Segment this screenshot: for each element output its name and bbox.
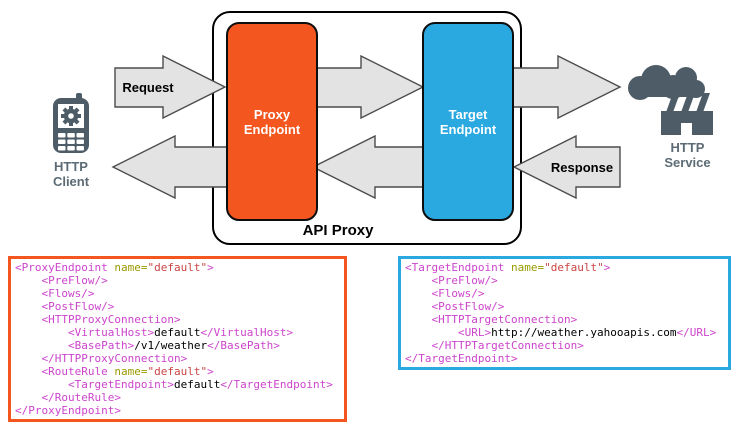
http-service-label: HTTP Service bbox=[664, 140, 711, 170]
response-arrow-service-to-target bbox=[512, 134, 621, 200]
code-line: <TargetEndpoint name="default"> bbox=[405, 261, 611, 274]
proxy-endpoint-label: Proxy Endpoint bbox=[243, 106, 301, 137]
target-endpoint-box: Target Endpoint bbox=[422, 22, 514, 221]
request-label: Request bbox=[122, 80, 174, 95]
mobile-phone-gear-icon bbox=[53, 93, 89, 153]
code-line: <PostFlow/> bbox=[405, 300, 505, 313]
flow-arrows-layer bbox=[111, 54, 622, 200]
response-arrow-proxy-to-client bbox=[111, 134, 229, 200]
code-line: </ProxyEndpoint> bbox=[15, 404, 121, 417]
code-line: <VirtualHost>default</VirtualHost> bbox=[15, 326, 294, 339]
target-endpoint-label: Target Endpoint bbox=[439, 106, 497, 137]
code-line: </TargetEndpoint> bbox=[405, 352, 518, 365]
code-line: <Flows/> bbox=[405, 287, 485, 300]
code-line: <HTTPTargetConnection> bbox=[405, 313, 578, 326]
code-line: </HTTPProxyConnection> bbox=[15, 352, 188, 365]
target-endpoint-xml-code-block: <TargetEndpoint name="default"> <PreFlow… bbox=[398, 256, 731, 370]
request-arrow-target-to-service bbox=[507, 54, 622, 120]
code-line: <PreFlow/> bbox=[405, 274, 498, 287]
code-line: <BasePath>/v1/weather</BasePath> bbox=[15, 339, 280, 352]
code-line: </RouteRule> bbox=[15, 391, 121, 404]
http-client-label: HTTP Client bbox=[52, 159, 90, 189]
code-line: <TargetEndpoint>default</TargetEndpoint> bbox=[15, 378, 333, 391]
request-arrow-proxy-to-target bbox=[309, 54, 425, 120]
request-arrow-client-to-proxy bbox=[114, 54, 227, 120]
code-line: <ProxyEndpoint name="default"> bbox=[15, 261, 214, 274]
code-line: <PostFlow/> bbox=[15, 300, 115, 313]
response-arrow-target-to-proxy bbox=[311, 134, 425, 200]
code-line: <RouteRule name="default"> bbox=[15, 365, 214, 378]
response-label: Response bbox=[550, 160, 614, 175]
code-line: </HTTPTargetConnection> bbox=[405, 339, 584, 352]
factory-smoke-cloud-icon bbox=[628, 65, 713, 135]
code-line: <PreFlow/> bbox=[15, 274, 108, 287]
proxy-endpoint-xml-code-block: <ProxyEndpoint name="default"> <PreFlow/… bbox=[8, 256, 347, 422]
proxy-endpoint-box: Proxy Endpoint bbox=[226, 22, 318, 221]
code-line: <HTTPProxyConnection> bbox=[15, 313, 181, 326]
code-line: <Flows/> bbox=[15, 287, 95, 300]
api-proxy-label: API Proxy bbox=[302, 222, 374, 239]
code-line: <URL>http://weather.yahooapis.com</URL> bbox=[405, 326, 717, 339]
